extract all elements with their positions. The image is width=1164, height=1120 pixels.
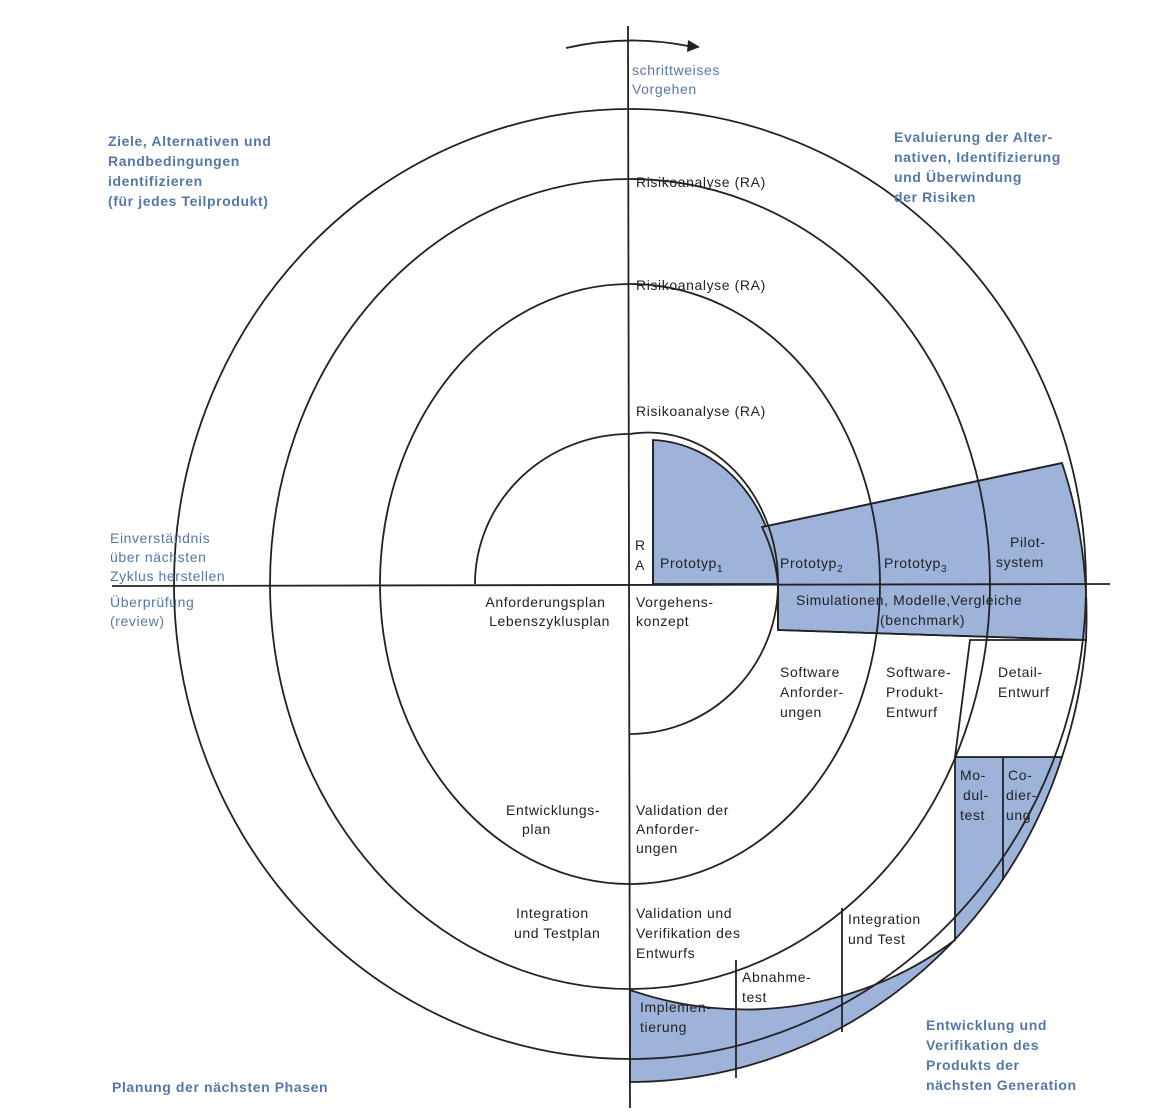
horizontal-axis bbox=[111, 583, 1111, 587]
integration-test-label: Integration und Test bbox=[848, 911, 925, 947]
software-produkt-entwurf-label: Software- Produkt- Entwurf bbox=[886, 664, 956, 720]
integration-testplan-label: Integration und Testplan bbox=[514, 905, 600, 941]
spiral-loop-1 bbox=[474, 431, 779, 735]
label-schrittweises-vorgehen: schrittweises Vorgehen bbox=[632, 62, 724, 97]
vertical-axis bbox=[627, 25, 631, 1109]
implementierung-label: Implemen- tierung bbox=[640, 999, 716, 1035]
simulationen-label: Simulationen, Modelle,Vergleiche (benchm… bbox=[796, 592, 1027, 628]
risikoanalyse-middle: Risikoanalyse (RA) bbox=[636, 277, 766, 293]
band-top-edge bbox=[761, 462, 1063, 528]
modultest-label: Mo- dul- test bbox=[960, 767, 993, 823]
rotation-arrowhead-icon bbox=[687, 40, 700, 52]
prototyp-2-label: Prototyp2 bbox=[780, 555, 843, 575]
codierung-label: Co- dier- ung bbox=[1006, 767, 1042, 823]
entwicklungsplan-label: Entwicklungs- plan bbox=[506, 802, 605, 837]
label-einverstaendnis: Einverständnis über nächsten Zyklus hers… bbox=[110, 530, 225, 584]
software-anforderungen-label: Software Anforder- ungen bbox=[780, 664, 848, 720]
sim-bottom-edge bbox=[777, 629, 1087, 641]
detail-entwurf-label: Detail- Entwurf bbox=[998, 664, 1050, 700]
prototyp-1-label: Prototyp1 bbox=[660, 555, 723, 575]
risikoanalyse-outer: Risikoanalyse (RA) bbox=[636, 174, 766, 190]
pilotsystem-label: Pilot- system bbox=[996, 534, 1050, 570]
ra-label: R A bbox=[635, 537, 650, 573]
anforderungsplan-label: Anforderungsplan Lebenszyklusplan bbox=[485, 594, 610, 629]
bottom-shaded-band bbox=[629, 756, 1064, 1083]
label-ueberpruefung: Überprüfung (review) bbox=[110, 593, 199, 629]
label-ziele: Ziele, Alternativen und Randbedingungen … bbox=[108, 133, 276, 209]
risikoanalyse-inner: Risikoanalyse (RA) bbox=[636, 403, 766, 419]
abnahmetest-label: Abnahme- test bbox=[742, 969, 816, 1005]
validation-entwurf-label: Validation und Verifikation des Entwurfs bbox=[636, 905, 745, 961]
label-entwicklung: Entwicklung und Verifikation des Produkt… bbox=[926, 1017, 1077, 1093]
vorgehenskonzept-label: Vorgehens- konzept bbox=[636, 594, 718, 629]
prototyp-band-region bbox=[760, 461, 1088, 641]
rotation-arrow-icon bbox=[565, 39, 689, 49]
prototyp-3-label: Prototyp3 bbox=[884, 555, 947, 575]
validation-anforderungen-label: Validation der Anforder- ungen bbox=[636, 802, 733, 856]
label-evaluierung: Evaluierung der Alter- nativen, Identifi… bbox=[894, 129, 1065, 205]
label-planung: Planung der nächsten Phasen bbox=[112, 1079, 328, 1095]
